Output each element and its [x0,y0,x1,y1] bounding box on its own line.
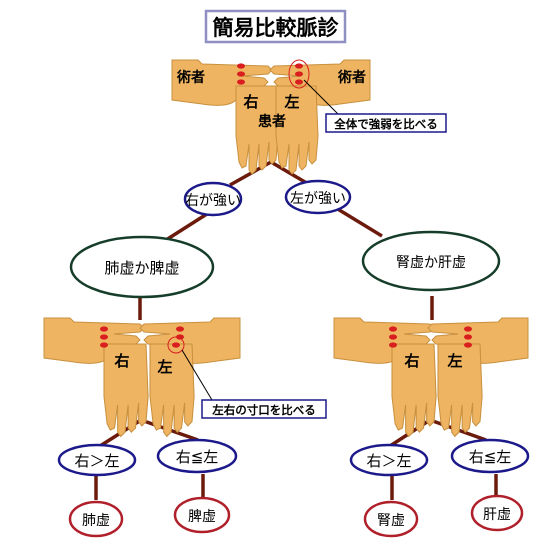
midl-left-hand-label: 左 [156,358,172,376]
top-hands: 術者 術者 右 左 患者 全体で強弱を比べる [171,59,447,175]
oval-right-strong: 右が強い [183,181,243,217]
compare-rl-label: 右＞左 [366,452,411,470]
compare-lr-label: 右≦左 [176,448,219,466]
oval-compare-rr: 右≦左 [450,438,530,474]
left-hand-label: 左 [283,93,299,111]
line-to-hyp-left [165,210,211,242]
pulse-dots-midl [100,326,184,348]
hypothesis-left-label: 肺虚か脾虚 [104,259,179,277]
oval-left-strong: 左が強い [284,179,352,215]
callout-text-midl: 左右の寸口を比べる [211,403,316,417]
page-title: 簡易比較脈診 [213,16,340,40]
oval-left-strong-label: 左が強い [290,191,346,207]
line-to-left-strong [270,160,311,187]
highlight-ring-top [288,59,310,89]
callout-leader-midl [181,349,213,401]
callout-leader-top [303,79,339,115]
result-ll-label: 肺虚 [82,513,110,529]
oval-hypothesis-right: 腎虚か肝虚 [361,230,501,292]
highlight-ring-midl [167,336,185,354]
result-rr-label: 肝虚 [483,507,511,523]
compare-rr-label: 右≦左 [469,448,512,466]
midr-right-hand-label: 右 [404,352,419,370]
pulse-dots-midr [389,326,472,348]
oval-result-lr: 脾虚 [173,496,231,534]
oval-compare-rl: 右＞左 [349,443,429,477]
right-hand-label: 右 [243,93,258,111]
patient-label: 患者 [258,113,286,130]
oval-result-rr: 肝虚 [470,494,524,532]
practitioner-label-right: 術者 [337,69,366,86]
practitioner-label-left: 術者 [176,69,205,86]
compare-ll-label: 右＞左 [74,452,119,470]
pulse-dots-top [237,63,303,85]
result-lr-label: 脾虚 [188,509,216,525]
midr-left-hand-label: 左 [446,352,462,370]
line-to-hyp-right [335,206,383,238]
callout-text-top: 全体で強弱を比べる [333,117,438,131]
result-rl-label: 腎虚 [377,513,405,529]
oval-compare-lr: 右≦左 [156,438,238,474]
mid-left-hands: 右 左 左右の寸口を比べる [43,317,327,437]
mid-right-hands: 右 左 [333,317,529,437]
midl-right-hand-label: 右 [114,352,129,370]
oval-hypothesis-left: 肺虚か脾虚 [69,235,215,299]
callout-box-midl [201,399,327,419]
hypothesis-right-label: 腎虚か肝虚 [396,255,466,271]
oval-right-strong-label: 右が強い [185,193,241,209]
title-box: 簡易比較脈診 [204,9,347,44]
oval-result-ll: 肺虚 [68,500,124,538]
oval-compare-ll: 右＞左 [57,443,137,477]
oval-result-rl: 腎虚 [363,500,419,538]
callout-box-top [325,113,447,133]
